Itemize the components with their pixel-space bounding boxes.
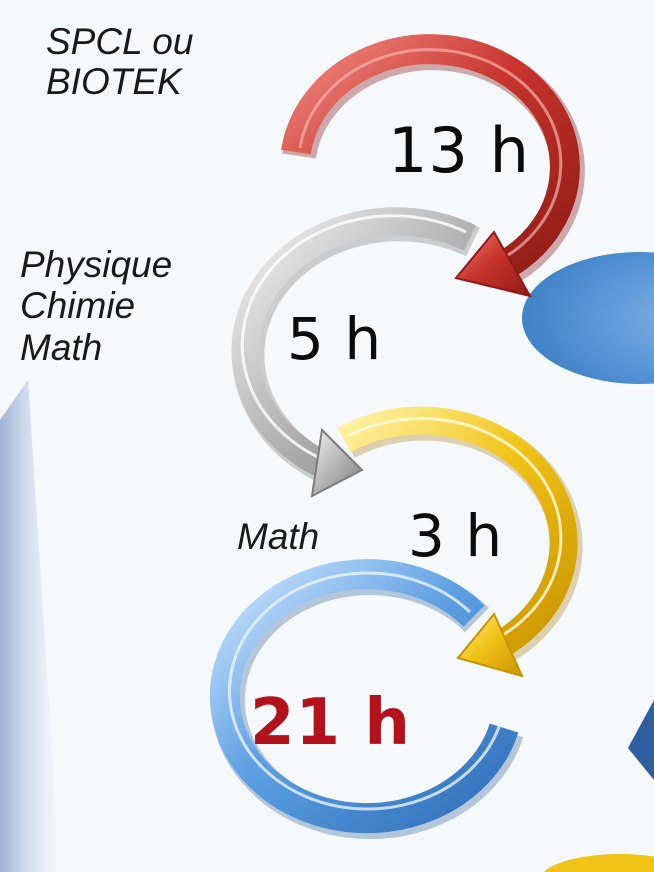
background-left-band — [0, 380, 60, 872]
hours-label-step-3: 3 h — [408, 502, 504, 570]
yellow-circular-arrow — [337, 406, 583, 678]
hours-label-step-1: 13 h — [388, 114, 530, 187]
subject-label-spcl-biotek: SPCL ou BIOTEK — [46, 21, 194, 102]
background-blue-triangle — [628, 700, 654, 780]
total-hours-label: 21 h — [250, 686, 411, 760]
background-blue-ellipse — [522, 252, 654, 384]
background-yellow-shape — [543, 854, 654, 872]
red-circular-arrow — [281, 34, 585, 298]
gray-circular-arrow — [231, 207, 480, 498]
subject-label-math: Math — [237, 516, 320, 557]
blue-total-ring — [209, 559, 524, 840]
subject-label-physique-chimie-math: Physique Chimie Math — [20, 244, 173, 368]
hours-label-step-2: 5 h — [287, 305, 383, 373]
